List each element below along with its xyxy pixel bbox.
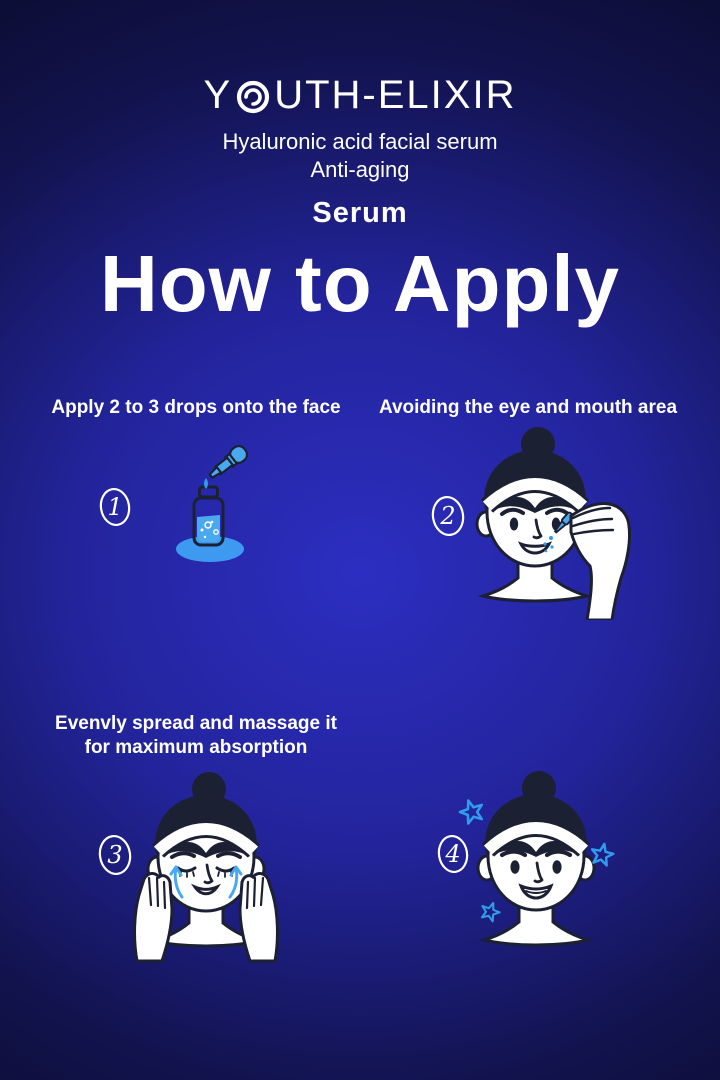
star-icon: [590, 842, 615, 867]
step1-caption: Apply 2 to 3 drops onto the face: [51, 397, 341, 418]
page-title: How to Apply: [99, 239, 621, 328]
hairline: [491, 496, 579, 513]
step2-number: 2: [439, 502, 455, 530]
headband: [483, 822, 589, 855]
right-hand: [238, 872, 279, 963]
logo-text-prefix: Y: [203, 73, 233, 117]
brand-subtitle-line1: Hyaluronic acid facial serum: [222, 129, 498, 154]
headband: [482, 478, 588, 511]
swirl-o-icon: [237, 80, 270, 114]
left-hand: [133, 872, 174, 963]
bottle-shadow: [176, 536, 244, 562]
dropper-icon: [208, 444, 249, 479]
face-massage-illustration: 3: [98, 772, 279, 963]
step3-number-badge: 3: [98, 834, 132, 876]
face-smiling-stars-illustration: 4: [437, 771, 615, 947]
step3-caption-line1: Evenvly spread and massage it: [55, 713, 337, 734]
massage-arrows: [169, 865, 243, 899]
step3-caption-line2: for maximum absorption: [84, 737, 308, 758]
brand-logo: Y UTH-ELIXIR: [0, 70, 720, 120]
hand: [569, 502, 631, 620]
step4-number: 4: [444, 840, 460, 868]
right-eye: [552, 860, 562, 874]
left-eye: [509, 517, 519, 531]
step3-number: 3: [107, 841, 122, 869]
brand-header: Y UTH-ELIXIR Hyaluronic acid facial seru…: [0, 70, 720, 230]
mouth: [190, 883, 222, 896]
mouth: [517, 541, 553, 555]
step2-caption: Avoiding the eye and mouth area: [378, 397, 678, 418]
hair: [484, 450, 586, 510]
step1-number: 1: [107, 493, 122, 521]
product-type-label: Serum: [312, 197, 408, 229]
face-step3: [133, 772, 279, 963]
headband: [153, 823, 259, 856]
brand-subtitle-line2: Anti-aging: [310, 157, 410, 182]
hairline: [162, 841, 250, 858]
face-step4: [458, 771, 615, 947]
step4-number-badge: 4: [437, 834, 469, 874]
face-applying-drops-illustration: 2: [431, 427, 631, 620]
left-eye: [510, 860, 520, 874]
hairline: [492, 840, 580, 857]
serum-bottle: [192, 485, 225, 547]
step3-caption: Evenvly spread and massage it for maximu…: [20, 712, 372, 760]
step2-number-badge: 2: [431, 495, 465, 537]
star-icon: [458, 799, 484, 825]
left-closed-eye: [176, 866, 197, 873]
hair: [485, 794, 587, 854]
hair: [155, 795, 257, 855]
logo-text-suffix: UTH-ELIXIR: [274, 73, 517, 117]
right-closed-eye: [215, 866, 236, 873]
serum-bottle-dropper-illustration: 1: [99, 444, 249, 562]
star-icon: [480, 901, 501, 923]
serum-drops: [543, 536, 554, 553]
serum-drop: [204, 478, 208, 489]
face-step2: [475, 427, 631, 620]
step1-number-badge: 1: [99, 487, 131, 527]
